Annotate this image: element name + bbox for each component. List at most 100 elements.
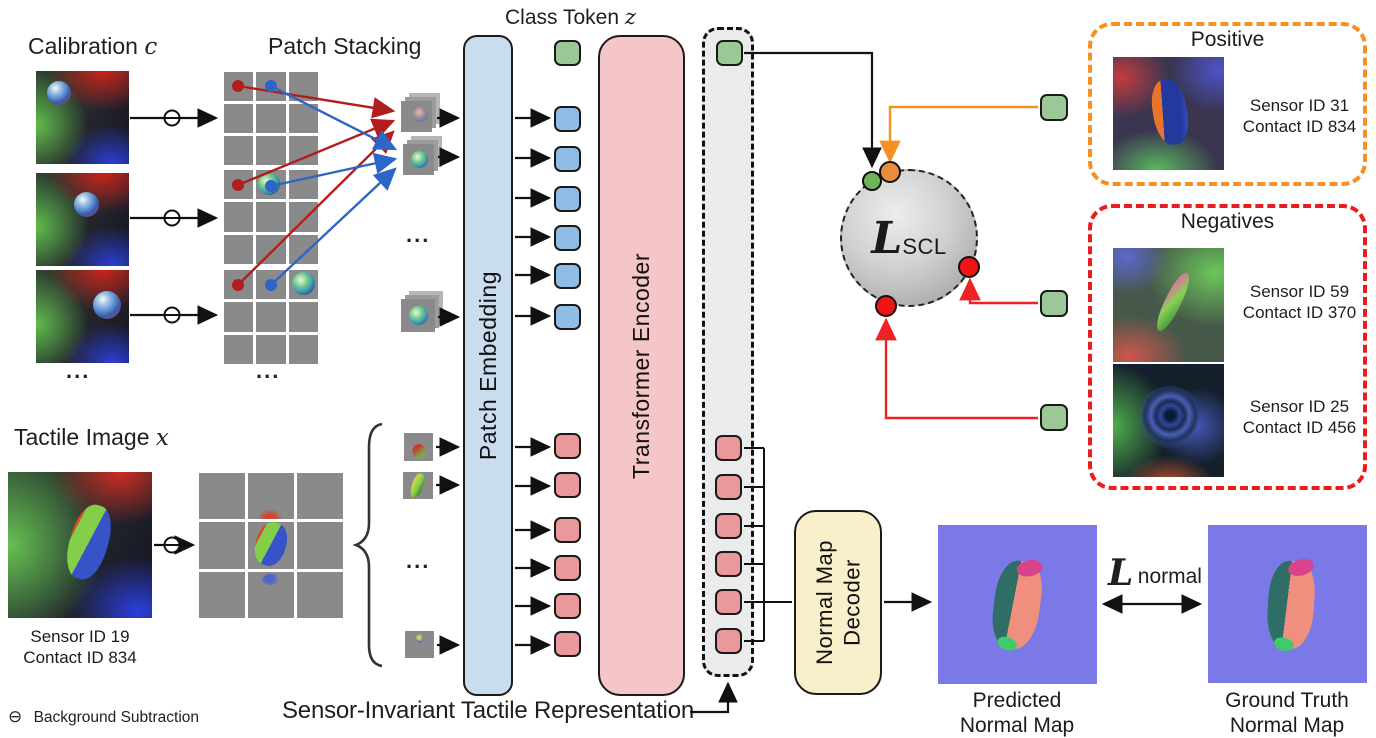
ground-truth-normal-map-image [1208, 525, 1367, 683]
ground-truth-caption: Ground Truth Normal Map [1217, 688, 1357, 738]
tactile-caption: Sensor ID 19 Contact ID 834 [10, 626, 150, 668]
tactile-token [554, 517, 581, 543]
tactile-var: x [155, 425, 169, 451]
calibration-token [554, 225, 581, 251]
tactile-object [60, 500, 118, 584]
transformer-encoder-text: Transformer Encoder [628, 252, 655, 479]
tactile-patches-ellipsis: ... [406, 548, 431, 573]
positive-id-text: Sensor ID 31 Contact ID 834 [1237, 95, 1362, 137]
calibration-image-2 [36, 173, 129, 266]
representation-label: Sensor-Invariant Tactile Representation [282, 697, 694, 724]
output-tactile-token [715, 474, 742, 500]
decoder-line2: Decoder [839, 559, 864, 646]
ground-truth-caption-line1: Ground Truth [1225, 689, 1349, 712]
negative-2-contact-id: Contact ID 456 [1242, 418, 1357, 437]
normal-loss-symbol: L [1108, 552, 1134, 594]
output-token-column [702, 27, 754, 677]
predicted-caption-line1: Predicted [972, 689, 1062, 712]
patch-stack-3 [401, 299, 435, 332]
tactile-image-label: Tactile Image x [14, 424, 169, 451]
class-token-var: z [624, 5, 636, 29]
negative-embedding-token-1 [1040, 290, 1068, 317]
patch-grid-2 [224, 170, 318, 264]
calibration-token [554, 304, 581, 330]
ground-truth-caption-line2: Normal Map [1229, 714, 1345, 737]
negative-image-2 [1113, 364, 1224, 477]
positive-sensor-id: Sensor ID 31 [1249, 96, 1350, 115]
patch-stack-3-ball [409, 306, 428, 325]
tactile-grid [199, 473, 343, 618]
output-class-token [716, 40, 743, 66]
calibration-ball-2 [74, 192, 99, 217]
calibration-token [554, 146, 581, 172]
calibration-label-text: Calibration [28, 33, 138, 59]
tactile-token [554, 472, 581, 498]
tactile-patch-1 [404, 433, 433, 462]
predicted-normal-object-bottom [995, 634, 1019, 653]
calibration-token [554, 263, 581, 289]
calibration-ellipsis: ... [66, 358, 91, 383]
transformer-encoder-bar: Transformer Encoder [598, 35, 685, 696]
scl-loss-circle: L SCL [840, 169, 978, 307]
output-tactile-token [715, 551, 742, 577]
background-subtraction-icons [163, 109, 181, 554]
patch-stack-1 [401, 101, 432, 132]
tactile-contact-id: Contact ID 834 [23, 648, 137, 667]
positive-contact-id: Contact ID 834 [1242, 117, 1357, 136]
negative-id-text-1: Sensor ID 59 Contact ID 370 [1237, 281, 1362, 323]
tactile-label-text: Tactile Image [14, 424, 150, 450]
negative-object-1 [1151, 269, 1195, 335]
patch-stack-2-ball [411, 151, 428, 168]
negative-2-sensor-id: Sensor ID 25 [1249, 397, 1350, 416]
patch-embedding-text: Patch Embedding [474, 270, 501, 461]
ground-truth-normal-object-bottom [1272, 635, 1296, 654]
calibration-image-1 [36, 71, 129, 164]
tactile-patch-2 [403, 471, 433, 500]
tactile-grid-frag-mid [250, 519, 292, 570]
tactile-token [554, 433, 581, 459]
predicted-caption: Predicted Normal Map [952, 688, 1082, 738]
positive-object [1147, 76, 1193, 148]
predicted-normal-object-top [1015, 557, 1044, 579]
patch-grid-1 [224, 72, 318, 165]
legend-background-subtraction: ⊖ Background Subtraction [8, 707, 199, 727]
ground-truth-normal-object [1265, 556, 1317, 654]
negative-id-text-2: Sensor ID 25 Contact ID 456 [1237, 396, 1362, 438]
predicted-normal-object [988, 557, 1046, 653]
tactile-grid-frag-top [256, 505, 284, 520]
tactile-grid-frag-bot [262, 573, 280, 585]
stacks-ellipsis: ... [406, 222, 431, 247]
output-tactile-token [715, 513, 742, 539]
calibration-token [554, 106, 581, 132]
ground-truth-normal-object-top [1286, 556, 1316, 579]
predicted-caption-line2: Normal Map [959, 714, 1075, 737]
patch-stack-2 [403, 144, 434, 175]
tactile-token [554, 631, 581, 657]
class-token-label-text: Class Token [505, 6, 620, 29]
grids-ellipsis: ... [256, 358, 281, 383]
background-subtraction-icon: ⊖ [8, 707, 23, 726]
patch-stack-1-ball [413, 107, 428, 122]
scl-loss-symbol: L [871, 212, 903, 264]
output-tactile-token [715, 435, 742, 461]
tactile-patch-2-frag [408, 471, 427, 500]
negative-embedding-token-2 [1040, 404, 1068, 431]
tactile-patch-1-frag [410, 442, 429, 462]
decoder-line1: Normal Map [811, 540, 837, 665]
tactile-patch-3 [405, 631, 434, 658]
tactile-sensor-id: Sensor ID 19 [30, 627, 130, 646]
normal-loss-label: L normal [1108, 552, 1202, 594]
tactile-patch-3-frag [416, 634, 423, 643]
normal-map-decoder-text: Normal Map Decoder [811, 540, 866, 665]
calibration-label: Calibration c [28, 33, 157, 60]
positive-title: Positive [1190, 28, 1265, 51]
normal-map-decoder: Normal Map Decoder [794, 510, 882, 695]
calibration-ball-3 [93, 291, 121, 319]
negative-1-sensor-id: Sensor ID 59 [1249, 282, 1350, 301]
tactile-patches-brace [352, 422, 383, 668]
patch-stacking-label: Patch Stacking [268, 33, 422, 59]
negative-object-2 [1137, 386, 1201, 450]
calibration-image-3 [36, 270, 129, 363]
negative-image-1 [1113, 248, 1224, 362]
